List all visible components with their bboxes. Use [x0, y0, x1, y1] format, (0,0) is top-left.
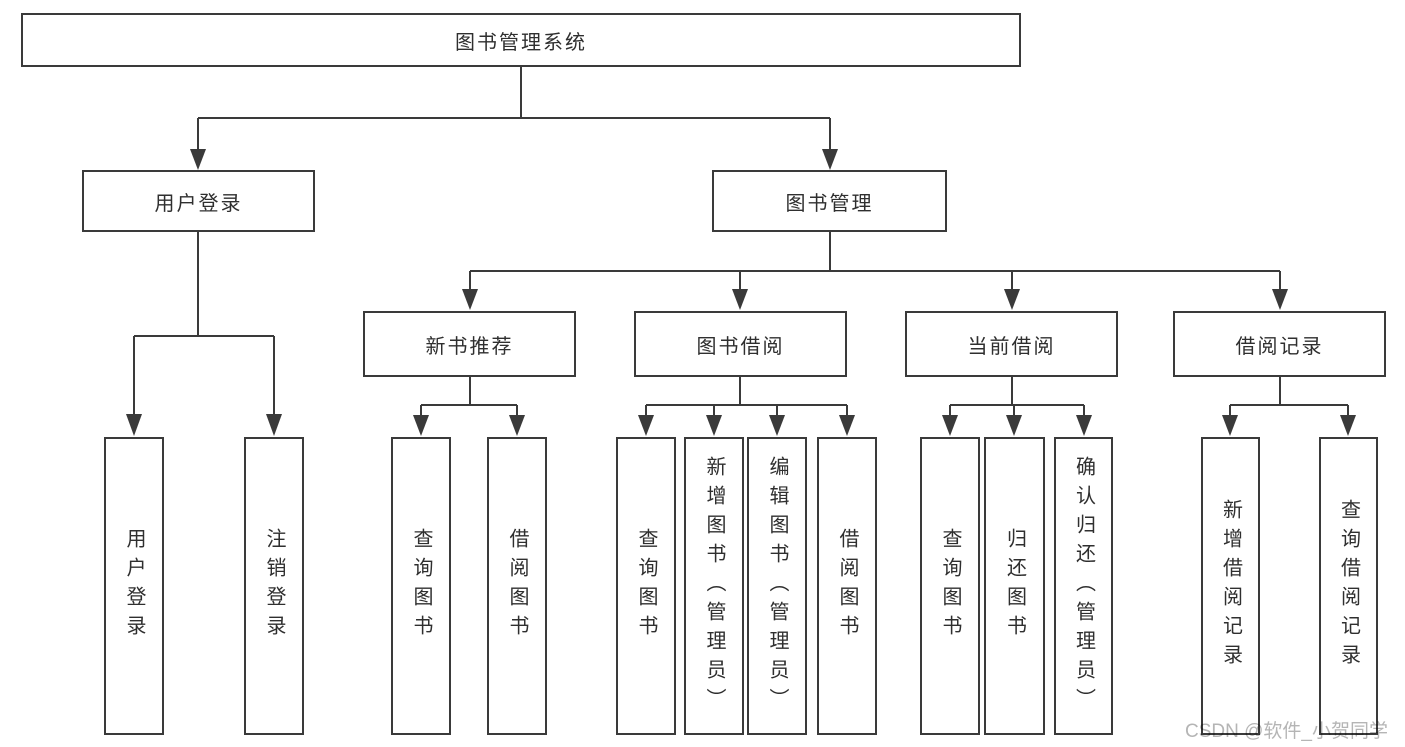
leaf-return-book-label: 归还图书 — [1003, 528, 1026, 644]
node-new-book-recommend-label: 新书推荐 — [425, 335, 514, 358]
node-borrowing-records: 借阅记录 — [1173, 311, 1386, 377]
leaf-confirm-return-admin: 确认归还（管理员） — [1054, 437, 1113, 735]
leaf-query-books-borrowing-label: 查询图书 — [635, 528, 657, 644]
leaf-add-borrow-record-label: 新增借阅记录 — [1219, 499, 1242, 673]
node-current-borrowing-label: 当前借阅 — [967, 335, 1056, 358]
node-book-borrowing-label: 图书借阅 — [696, 335, 785, 358]
connector-borrowing-split — [645, 377, 848, 416]
node-book-management: 图书管理 — [712, 170, 947, 232]
leaf-query-books-borrowing: 查询图书 — [616, 437, 676, 735]
connector-recommend-split — [420, 377, 518, 416]
leaf-confirm-return-admin-label: 确认归还（管理员） — [1072, 455, 1095, 717]
node-book-borrowing: 图书借阅 — [634, 311, 847, 377]
node-root-label: 图书管理系统 — [455, 31, 587, 54]
leaf-add-book-admin-label: 新增图书（管理员） — [703, 455, 725, 717]
connector-records-split — [1229, 377, 1349, 416]
leaf-query-books-recommend-label: 查询图书 — [410, 528, 432, 644]
leaf-query-borrow-record: 查询借阅记录 — [1319, 437, 1378, 735]
connector-book-mgmt-split — [469, 232, 1281, 290]
connector-user-login-split — [133, 232, 275, 416]
node-book-management-label: 图书管理 — [785, 192, 874, 215]
node-user-login: 用户登录 — [82, 170, 315, 232]
node-user-login-label: 用户登录 — [154, 192, 243, 215]
leaf-borrow-books-recommend: 借阅图书 — [487, 437, 547, 735]
leaf-query-books-current-label: 查询图书 — [939, 528, 961, 644]
leaf-add-borrow-record: 新增借阅记录 — [1201, 437, 1260, 735]
leaf-logout: 注销登录 — [244, 437, 304, 735]
leaf-user-login: 用户登录 — [104, 437, 164, 735]
node-new-book-recommend: 新书推荐 — [363, 311, 576, 377]
leaf-return-book: 归还图书 — [984, 437, 1045, 735]
leaf-query-borrow-record-label: 查询借阅记录 — [1337, 499, 1360, 673]
leaf-query-books-current: 查询图书 — [920, 437, 980, 735]
node-current-borrowing: 当前借阅 — [905, 311, 1118, 377]
leaf-borrow-books-borrowing-label: 借阅图书 — [836, 528, 858, 644]
leaf-logout-label: 注销登录 — [263, 528, 285, 644]
leaf-add-book-admin: 新增图书（管理员） — [684, 437, 744, 735]
watermark: CSDN @软件_小贺同学 — [1185, 721, 1388, 742]
leaf-borrow-books-borrowing: 借阅图书 — [817, 437, 877, 735]
leaf-edit-book-admin-label: 编辑图书（管理员） — [766, 455, 788, 717]
leaf-edit-book-admin: 编辑图书（管理员） — [747, 437, 807, 735]
node-root: 图书管理系统 — [21, 13, 1021, 67]
connector-current-split — [949, 377, 1085, 416]
connector-root-split — [197, 67, 831, 150]
leaf-borrow-books-recommend-label: 借阅图书 — [506, 528, 528, 644]
node-borrowing-records-label: 借阅记录 — [1235, 335, 1324, 358]
leaf-user-login-label: 用户登录 — [123, 528, 145, 644]
leaf-query-books-recommend: 查询图书 — [391, 437, 451, 735]
